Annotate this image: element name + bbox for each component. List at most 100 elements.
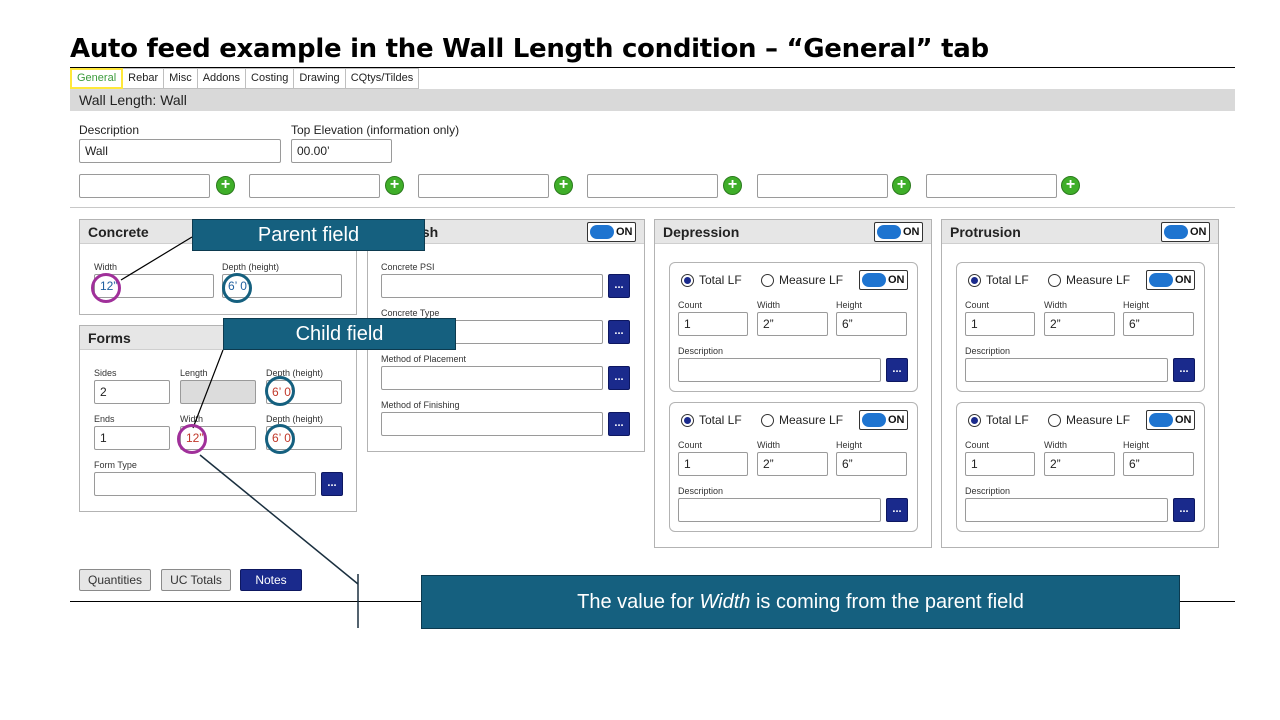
add-plus-icon[interactable]: + [216, 176, 235, 195]
protrusion-1-measure-lf-radio[interactable] [1048, 274, 1061, 287]
depression-1-total-lf-radio[interactable] [681, 274, 694, 287]
protrusion-2-width-field[interactable]: 2” [1044, 452, 1115, 476]
depression-1-measure-lf-radio[interactable] [761, 274, 774, 287]
concrete-type-browse-button[interactable]: ... [608, 320, 630, 344]
forms-sides-field[interactable]: 2 [94, 380, 170, 404]
method-of-placement-browse-button[interactable]: ... [608, 366, 630, 390]
forms-ends-field[interactable]: 1 [94, 426, 170, 450]
description-field[interactable]: Wall [79, 139, 281, 163]
protrusion-2-description-field[interactable] [965, 498, 1168, 522]
uc-totals-button[interactable]: UC Totals [161, 569, 231, 591]
depression-2-on-toggle[interactable]: ON [859, 410, 908, 430]
protrusion-2-measure-lf-radio[interactable] [1048, 414, 1061, 427]
slide-title: Auto feed example in the Wall Length con… [70, 34, 989, 64]
depression-on-toggle[interactable]: ON [874, 222, 923, 242]
quantities-button[interactable]: Quantities [79, 569, 151, 591]
add-plus-icon[interactable]: + [723, 176, 742, 195]
protrusion-2-total-lf-radio[interactable] [968, 414, 981, 427]
method-of-finishing-browse-button[interactable]: ... [608, 412, 630, 436]
forms-depth-2-label: Depth (height) [266, 414, 324, 424]
protrusion-1-width-field[interactable]: 2” [1044, 312, 1115, 336]
protrusion-2-height-field[interactable]: 6” [1123, 452, 1194, 476]
tab-addons[interactable]: Addons [197, 68, 247, 89]
form-type-browse-button[interactable]: ... [321, 472, 343, 496]
concrete-width-label: Width [94, 262, 118, 272]
depression-2-measure-lf-label: Measure LF [779, 413, 844, 427]
protrusion-1-description-label: Description [965, 346, 1011, 356]
child-depth-2-highlight-ring [265, 424, 295, 454]
add-plus-icon[interactable]: + [1061, 176, 1080, 195]
protrusion-1-total-lf-label: Total LF [986, 273, 1029, 287]
protrusion-1-width-label: Width [1044, 300, 1068, 310]
depression-1-width-field[interactable]: 2” [757, 312, 828, 336]
custom-field-4[interactable] [587, 174, 718, 198]
forms-length-label: Length [180, 368, 208, 378]
protrusion-1-height-field[interactable]: 6” [1123, 312, 1194, 336]
concrete-psi-browse-button[interactable]: ... [608, 274, 630, 298]
depression-2-total-lf-radio[interactable] [681, 414, 694, 427]
parent-field-callout: Parent field [192, 219, 425, 251]
parent-width-highlight-ring [91, 273, 121, 303]
tab-cqtys-tildes[interactable]: CQtys/Tildes [345, 68, 420, 89]
forms-depth-label: Depth (height) [266, 368, 324, 378]
depression-2-count-label: Count [678, 440, 703, 450]
protrusion-2-width-label: Width [1044, 440, 1068, 450]
depression-1-description-field[interactable] [678, 358, 881, 382]
depression-2-measure-lf-radio[interactable] [761, 414, 774, 427]
tab-costing[interactable]: Costing [246, 68, 295, 89]
depression-1-width-label: Width [757, 300, 781, 310]
protrusion-1-description-field[interactable] [965, 358, 1168, 382]
custom-field-3[interactable] [418, 174, 549, 198]
method-of-placement-label: Method of Placement [381, 354, 467, 364]
protrusion-on-toggle[interactable]: ON [1161, 222, 1210, 242]
parent-depth-highlight-ring [222, 273, 252, 303]
add-plus-icon[interactable]: + [892, 176, 911, 195]
child-field-callout: Child field [223, 318, 456, 350]
add-plus-icon[interactable]: + [385, 176, 404, 195]
child-depth-highlight-ring [265, 376, 295, 406]
custom-field-5[interactable] [757, 174, 888, 198]
depression-2-width-field[interactable]: 2” [757, 452, 828, 476]
custom-field-1[interactable] [79, 174, 210, 198]
depression-2-width-label: Width [757, 440, 781, 450]
depression-1-count-field[interactable]: 1 [678, 312, 748, 336]
protrusion-2-browse-button[interactable]: ... [1173, 498, 1195, 522]
tab-general[interactable]: General [70, 68, 124, 89]
custom-field-6[interactable] [926, 174, 1057, 198]
protrusion-2-count-field[interactable]: 1 [965, 452, 1035, 476]
concrete-psi-field[interactable] [381, 274, 603, 298]
tab-drawing[interactable]: Drawing [294, 68, 346, 89]
form-type-field[interactable] [94, 472, 316, 496]
top-elevation-field[interactable]: 00.00’ [291, 139, 392, 163]
concrete-type-label: Concrete Type [381, 308, 440, 318]
method-of-finishing-field[interactable] [381, 412, 603, 436]
section-divider [70, 207, 1235, 208]
protrusion-2-on-toggle[interactable]: ON [1146, 410, 1195, 430]
depression-1-browse-button[interactable]: ... [886, 358, 908, 382]
finish-on-toggle[interactable]: ON [587, 222, 636, 242]
notes-button[interactable]: Notes [240, 569, 302, 591]
description-label: Description [79, 123, 140, 137]
tab-misc[interactable]: Misc [164, 68, 198, 89]
depression-2-description-field[interactable] [678, 498, 881, 522]
protrusion-1-count-label: Count [965, 300, 990, 310]
depression-2-height-field[interactable]: 6” [836, 452, 907, 476]
depression-2-count-field[interactable]: 1 [678, 452, 748, 476]
add-plus-icon[interactable]: + [554, 176, 573, 195]
protrusion-2-count-label: Count [965, 440, 990, 450]
depression-2-height-label: Height [836, 440, 863, 450]
depression-1-on-toggle[interactable]: ON [859, 270, 908, 290]
protrusion-1-browse-button[interactable]: ... [1173, 358, 1195, 382]
tab-rebar[interactable]: Rebar [123, 68, 165, 89]
depression-1-height-field[interactable]: 6” [836, 312, 907, 336]
condition-name-bar: Wall Length: Wall [70, 89, 1235, 111]
depression-1-description-label: Description [678, 346, 724, 356]
protrusion-1-on-toggle[interactable]: ON [1146, 270, 1195, 290]
method-of-placement-field[interactable] [381, 366, 603, 390]
custom-field-2[interactable] [249, 174, 380, 198]
protrusion-1-total-lf-radio[interactable] [968, 274, 981, 287]
protrusion-1-height-label: Height [1123, 300, 1150, 310]
depression-2-browse-button[interactable]: ... [886, 498, 908, 522]
protrusion-1-count-field[interactable]: 1 [965, 312, 1035, 336]
protrusion-2-description-label: Description [965, 486, 1011, 496]
